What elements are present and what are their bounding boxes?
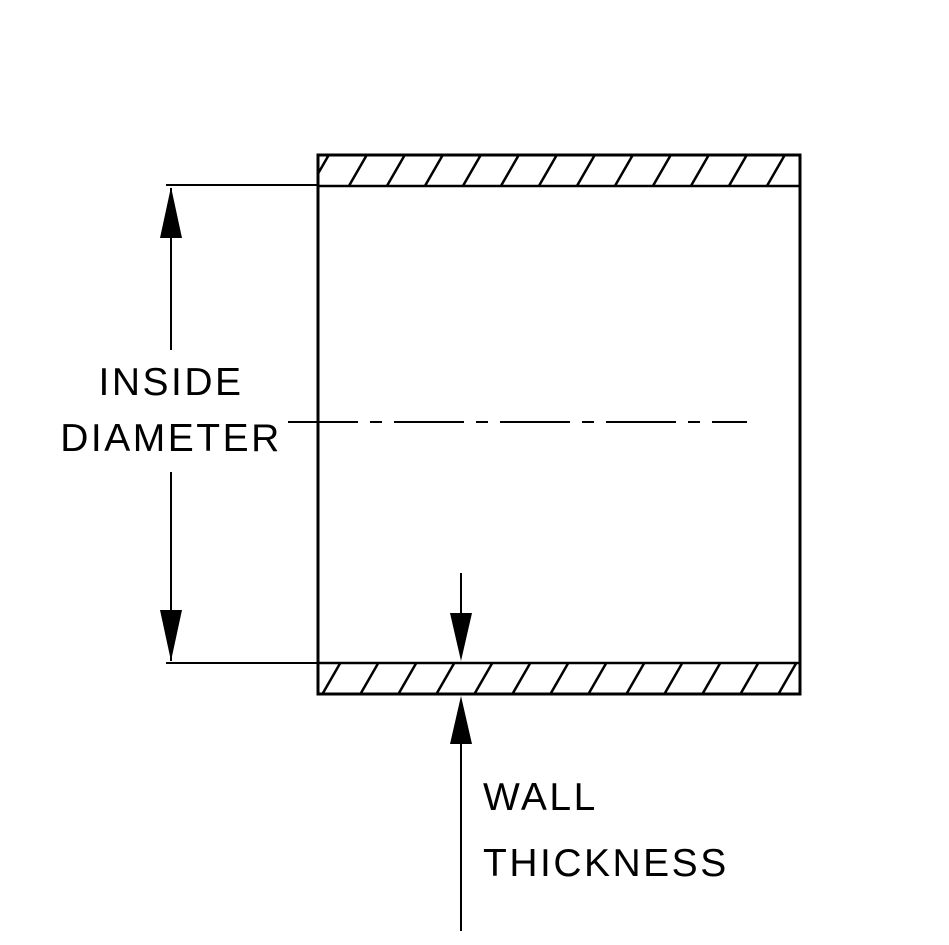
inside-diameter-bottom-arrowhead (160, 610, 182, 661)
inside-diameter-top-arrowhead (160, 187, 182, 238)
wall-thickness-label-line1: WALL (483, 776, 598, 819)
inside-diameter-label-line2: DIAMETER (60, 417, 282, 460)
bottom-wall-hatching (318, 663, 800, 694)
tube-outline (316, 153, 802, 696)
wall-thickness-up-arrowhead (450, 696, 472, 744)
inside-diameter-label-line1: INSIDE (98, 361, 243, 404)
wall-thickness-label-line2: THICKNESS (483, 842, 729, 885)
top-wall-hatching (318, 155, 800, 186)
wall-thickness-down-arrowhead (450, 613, 472, 661)
